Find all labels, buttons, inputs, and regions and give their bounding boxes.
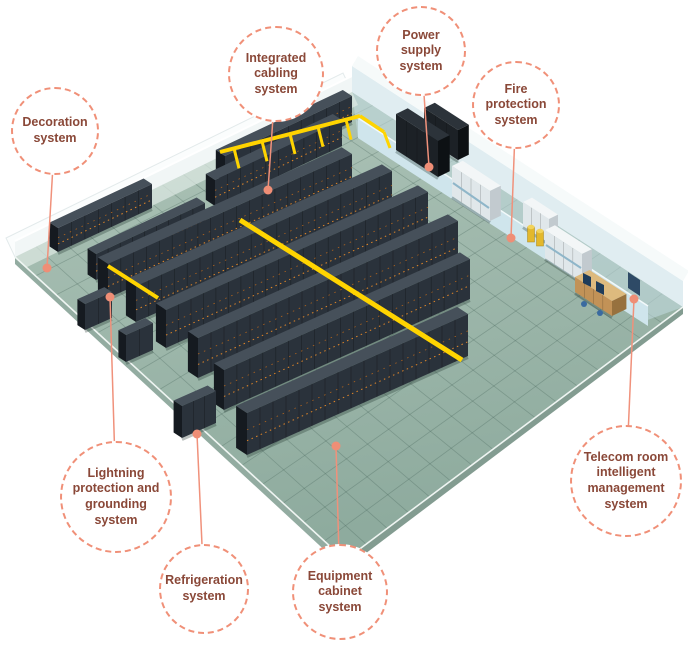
cable-trays <box>106 114 464 363</box>
callout-label: Fire protection system <box>485 81 547 127</box>
telecom-room-furniture <box>544 225 640 319</box>
callout-label: Decoration system <box>22 115 88 145</box>
callout-label: Refrigeration system <box>165 573 243 603</box>
callout-integrated-cabling-system: Integrated cabling system <box>228 26 324 122</box>
callout-label: Lightning protection and grounding syste… <box>72 465 160 527</box>
crac-units <box>77 287 217 441</box>
callout-refrigeration-system: Refrigeration system <box>159 544 249 634</box>
callout-lightning-grounding-system: Lightning protection and grounding syste… <box>60 441 172 553</box>
callout-fire-protection-system: Fire protection system <box>472 61 560 149</box>
callout-label: Integrated cabling system <box>245 50 307 96</box>
ups-cabinets <box>451 160 501 224</box>
callout-label: Equipment cabinet system <box>307 568 373 614</box>
callout-decoration-system: Decoration system <box>11 87 99 175</box>
power-cabinets <box>395 102 469 180</box>
callout-power-supply-system: Power supply system <box>376 6 466 96</box>
callout-label: Power supply system <box>399 27 443 73</box>
server-rack-rows <box>49 90 471 458</box>
callout-label: Telecom room intelligent management syst… <box>583 449 669 511</box>
callout-telecom-management-system: Telecom room intelligent management syst… <box>570 425 682 537</box>
datacenter-scene <box>5 56 688 569</box>
callout-equipment-cabinet-system: Equipment cabinet system <box>292 544 388 640</box>
